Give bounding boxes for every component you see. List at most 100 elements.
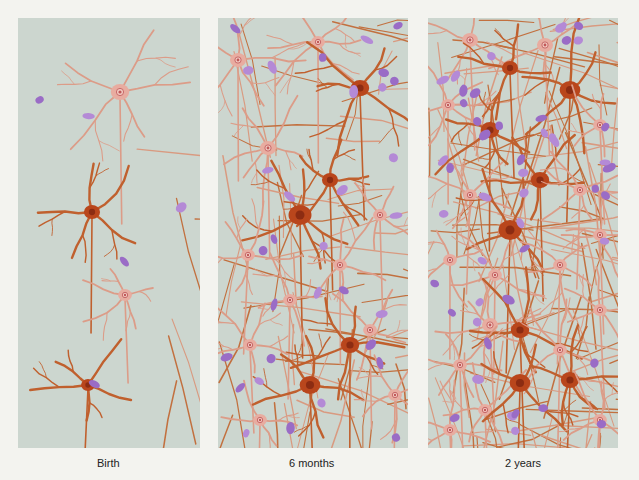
dendrite	[542, 190, 581, 220]
glial-cell	[558, 21, 568, 31]
cell-body	[573, 184, 587, 196]
glial-cell	[242, 428, 251, 438]
nerve-fiber	[362, 422, 372, 448]
nerve-fiber	[452, 24, 555, 57]
cell-body	[593, 304, 607, 316]
nerve-fiber	[169, 336, 196, 444]
dendrite	[345, 35, 346, 48]
glial-cell	[560, 34, 573, 46]
nucleus	[597, 307, 602, 312]
nucleus	[447, 257, 452, 262]
glial-cell	[474, 297, 485, 308]
cell-body	[283, 294, 297, 306]
glial-cell	[316, 397, 327, 409]
dendrite	[218, 313, 221, 323]
dendrite	[103, 313, 107, 341]
panel-2y-cells	[428, 18, 618, 448]
dendrite	[270, 320, 282, 326]
cell-body	[260, 141, 276, 155]
glial-cell	[282, 189, 297, 203]
nucleus	[492, 272, 497, 277]
dendrite	[340, 219, 344, 265]
dendrite	[218, 258, 222, 282]
nucleus	[542, 42, 548, 48]
dendrite	[388, 330, 408, 336]
glial-cell	[335, 183, 350, 197]
glial-cell	[589, 357, 600, 369]
dendrite	[362, 389, 366, 400]
dendrite	[596, 267, 600, 310]
dendrite	[428, 184, 447, 201]
dendrite	[218, 341, 233, 349]
dendrite	[237, 219, 247, 238]
axon	[349, 350, 351, 448]
nucleolus	[237, 59, 240, 62]
dendrite	[340, 265, 385, 280]
nerve-fiber	[345, 247, 408, 256]
dendrite	[83, 235, 87, 262]
axon	[360, 93, 364, 220]
dendrite	[92, 212, 135, 243]
dendrite	[66, 63, 120, 92]
nerve-fiber	[341, 116, 409, 132]
glial-cell	[517, 187, 530, 200]
nerve-fiber	[396, 341, 408, 358]
nucleolus	[249, 344, 251, 346]
panel-6m-cells	[218, 18, 408, 448]
dendrite	[428, 435, 432, 441]
nucleus	[516, 326, 523, 333]
glial-cell	[269, 233, 278, 245]
glial-cell	[458, 84, 468, 97]
glial-cell	[483, 336, 494, 350]
cell-body	[462, 33, 478, 47]
glial-cell	[510, 425, 521, 436]
dendrite	[428, 64, 448, 105]
panel-ground	[18, 18, 200, 448]
dendrite	[318, 42, 353, 80]
nucleus	[457, 362, 462, 367]
cell-body	[230, 53, 246, 67]
dendrite	[218, 60, 238, 107]
cell-body	[300, 376, 321, 394]
dendrite	[248, 255, 303, 259]
axon	[120, 97, 122, 224]
dendrite	[528, 265, 537, 269]
dendrite	[459, 132, 462, 145]
dendrite	[560, 400, 576, 412]
glial-cell	[258, 246, 268, 256]
dendrite	[597, 185, 602, 235]
dendrite	[284, 202, 315, 205]
dendrite	[104, 245, 114, 257]
glial-cell	[449, 69, 462, 84]
glial-cell	[87, 378, 101, 389]
dendrite	[238, 18, 253, 37]
dendrite	[39, 212, 65, 227]
nucleus	[346, 341, 353, 348]
nucleus	[516, 379, 524, 387]
glial-cell	[377, 82, 388, 93]
glial-cell	[439, 210, 449, 218]
nucleolus	[544, 44, 547, 47]
glial-cell	[591, 184, 599, 193]
nerve-fiber	[552, 309, 618, 319]
glial-cell	[389, 76, 400, 87]
nerve-fiber	[362, 295, 408, 303]
dendrite	[612, 383, 613, 395]
dendrite	[270, 253, 290, 300]
glial-cell	[486, 51, 498, 62]
nucleus	[315, 39, 320, 44]
dendrite	[286, 151, 291, 170]
dendrite	[520, 383, 567, 431]
dendrite	[286, 352, 320, 356]
nerve-fiber	[479, 20, 534, 22]
nerve-fiber	[275, 403, 279, 448]
nucleus	[327, 177, 333, 183]
nerve-fiber	[616, 399, 618, 409]
age-label: 2 years	[505, 457, 541, 469]
dendrite	[583, 275, 584, 298]
glial-cell	[599, 237, 609, 245]
dendrite	[299, 412, 316, 436]
nerve-fiber	[386, 88, 408, 93]
axon	[90, 216, 93, 333]
glial-cell	[118, 255, 131, 268]
